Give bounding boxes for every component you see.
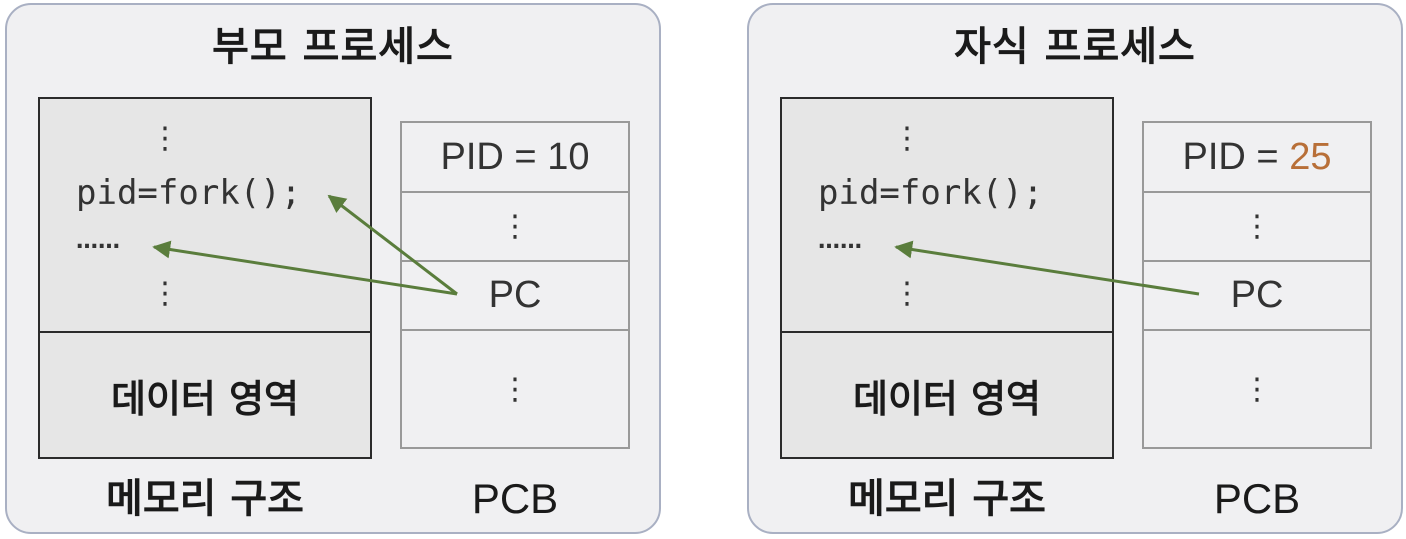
parent-memory-structure: ⋮ pid=fork(); …… ⋮ 데이터 영역 xyxy=(38,97,372,459)
child-pcb-dots-bottom: ⋮ xyxy=(1242,371,1272,407)
parent-pcb-dots-row: ⋮ xyxy=(402,193,628,262)
parent-pcb-rest-row: ⋮ xyxy=(402,331,628,447)
child-memory-caption: 메모리 구조 xyxy=(848,476,1046,522)
child-code-dots-bottom: ⋮ xyxy=(892,276,922,311)
parent-code-area: ⋮ pid=fork(); …… ⋮ xyxy=(40,99,370,333)
parent-pcb: PID = 10 ⋮ PC ⋮ xyxy=(400,121,630,449)
parent-data-area: 데이터 영역 xyxy=(110,376,300,421)
parent-pcb-dots-bottom: ⋮ xyxy=(500,371,530,407)
child-pcb-pid-row: PID = 25 xyxy=(1144,123,1370,193)
child-pc-label: PC xyxy=(1230,274,1284,316)
child-pcb-caption: PCB xyxy=(1213,475,1301,522)
child-process-panel: 자식 프로세스 ⋮ pid=fork(); …… ⋮ 데이터 영역 PID = … xyxy=(747,3,1403,534)
parent-code-dots-bottom: ⋮ xyxy=(150,276,180,311)
parent-memory-caption: 메모리 구조 xyxy=(106,476,304,522)
child-pcb-rest-row: ⋮ xyxy=(1144,331,1370,447)
parent-process-panel: 부모 프로세스 ⋮ pid=fork(); …… ⋮ 데이터 영역 PID = … xyxy=(5,3,661,534)
child-pid-label: PID = xyxy=(1182,135,1290,178)
child-pid-value: 25 xyxy=(1289,135,1332,178)
child-process-title: 자식 프로세스 xyxy=(954,24,1196,70)
parent-pid-label: PID = xyxy=(440,135,548,178)
parent-pcb-pc-row: PC xyxy=(402,262,628,331)
child-pcb-dots: ⋮ xyxy=(1242,209,1272,244)
parent-process-title: 부모 프로세스 xyxy=(212,24,454,70)
child-data-area: 데이터 영역 xyxy=(852,376,1042,421)
child-fork-line: pid=fork(); xyxy=(818,173,1044,213)
child-code-ellipsis: …… xyxy=(818,229,862,254)
parent-pcb-pid-row: PID = 10 xyxy=(402,123,628,193)
parent-fork-line: pid=fork(); xyxy=(76,173,302,213)
parent-pid-value: 10 xyxy=(547,135,590,178)
child-memory-structure: ⋮ pid=fork(); …… ⋮ 데이터 영역 xyxy=(780,97,1114,459)
parent-code-dots-top: ⋮ xyxy=(150,121,180,156)
child-code-area: ⋮ pid=fork(); …… ⋮ xyxy=(782,99,1112,333)
child-pcb-pc-row: PC xyxy=(1144,262,1370,331)
parent-pcb-caption: PCB xyxy=(471,475,559,522)
child-pcb: PID = 25 ⋮ PC ⋮ xyxy=(1142,121,1372,449)
child-code-dots-top: ⋮ xyxy=(892,121,922,156)
parent-code-ellipsis: …… xyxy=(76,229,120,254)
parent-pcb-dots: ⋮ xyxy=(500,209,530,244)
child-pcb-dots-row: ⋮ xyxy=(1144,193,1370,262)
parent-pc-label: PC xyxy=(488,274,542,316)
